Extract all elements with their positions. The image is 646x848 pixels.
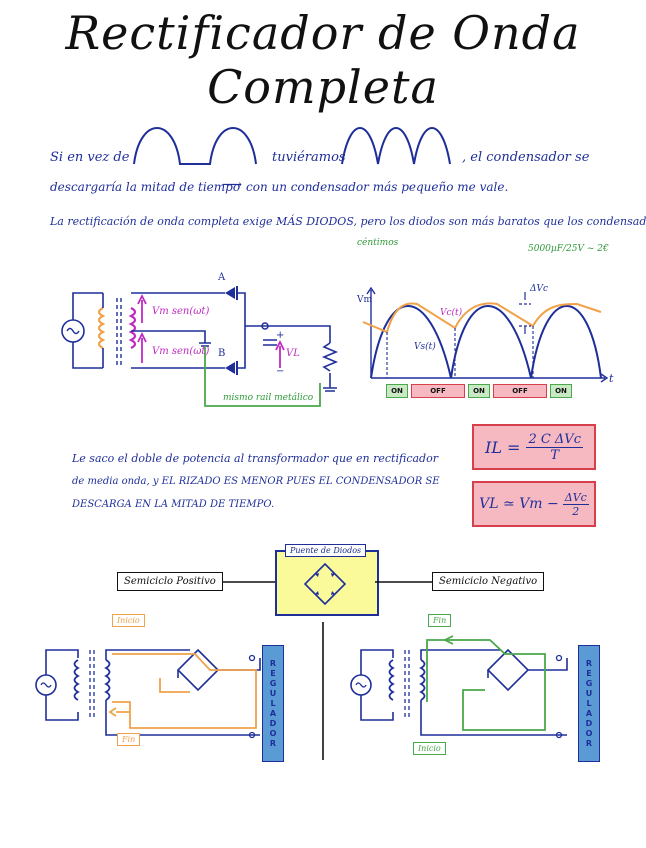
arrow-icon: ⟶ — [222, 177, 243, 193]
vm-axis-label: Vm — [357, 295, 373, 305]
page-title: Rectificador de Onda Completa — [65, 6, 581, 114]
voltage-formula-denominator: 2 — [572, 504, 580, 518]
node-b-label: B — [218, 348, 226, 359]
vc-label: Vc(t) — [440, 308, 463, 318]
center-tap-circuit — [61, 286, 339, 407]
voltage-formula: VL ≃ Vm − ΔVc 2 — [472, 481, 596, 527]
vs-label: Vs(t) — [414, 342, 436, 352]
inicio-label-pos: Inicio — [112, 614, 145, 627]
intro-descargaria: descargaría la mitad de tiempo — [50, 180, 241, 194]
delta-vc-label: ΔVc — [530, 284, 549, 294]
negative-half-circuit — [350, 635, 568, 739]
half-wave-sketch — [133, 127, 257, 165]
regulator-negative: REGULADOR — [578, 645, 600, 762]
segment-on-2: ON — [468, 384, 490, 398]
bridge-label: Puente de Diodos — [285, 544, 367, 557]
inicio-label-neg: Inicio — [413, 742, 446, 755]
capacitor-price-note: 5000µF/25V ~ 2€ — [528, 244, 609, 254]
voltage-formula-left: VL ≃ Vm − — [479, 496, 559, 512]
positive-half-label: Semiciclo Positivo — [117, 572, 223, 591]
time-axis-label: t — [609, 372, 614, 385]
intro-tuvieramos: tuviéramos — [272, 150, 346, 165]
current-formula-left: IL = — [485, 437, 521, 457]
segment-on-3: ON — [550, 384, 572, 398]
current-formula: IL = 2 C ΔVc T — [472, 424, 596, 470]
minus-sign: − — [276, 366, 285, 377]
regulator-positive: REGULADOR — [262, 645, 284, 762]
vl-label: VL — [286, 348, 300, 359]
centimos-note: céntimos — [357, 238, 399, 248]
segment-off-1: OFF — [411, 384, 465, 398]
rectified-waveform — [362, 286, 609, 383]
current-formula-numerator: 2 C ΔVc — [526, 431, 583, 448]
intro-rectificacion: La rectificación de onda completa exige … — [50, 215, 646, 228]
negative-half-label: Semiciclo Negativo — [432, 572, 545, 591]
intro-el-condensador: , el condensador se — [462, 150, 590, 165]
bridge-diamond-icon — [303, 562, 347, 606]
power-line-2: de media onda, y EL RIZADO ES MENOR PUES… — [72, 476, 440, 487]
intro-con-un: con un condensador más pequeño me vale. — [246, 180, 509, 194]
power-line-1: Le saco el doble de potencia al transfor… — [72, 452, 438, 465]
segment-on-1: ON — [386, 384, 408, 398]
segment-off-2: OFF — [493, 384, 547, 398]
power-line-3: DESCARGA EN LA MITAD DE TIEMPO. — [72, 499, 275, 510]
vm-bottom-label: Vm sen(ωt) — [152, 346, 210, 357]
voltage-formula-numerator: ΔVc — [562, 490, 589, 505]
vm-top-label: Vm sen(ωt) — [152, 306, 210, 317]
fin-label-neg: Fin — [428, 614, 452, 627]
positive-half-circuit — [35, 648, 261, 739]
current-formula-denominator: T — [550, 447, 560, 463]
rail-label: mismo rail metálico — [223, 393, 314, 403]
plus-sign: + — [276, 330, 285, 341]
on-off-strip: ON OFF ON OFF ON — [386, 384, 572, 398]
full-wave-sketch — [341, 127, 451, 165]
node-a-label: A — [218, 272, 226, 283]
fin-label-pos: Fin — [117, 733, 141, 746]
intro-si-en-vez-de: Si en vez de — [50, 150, 130, 165]
